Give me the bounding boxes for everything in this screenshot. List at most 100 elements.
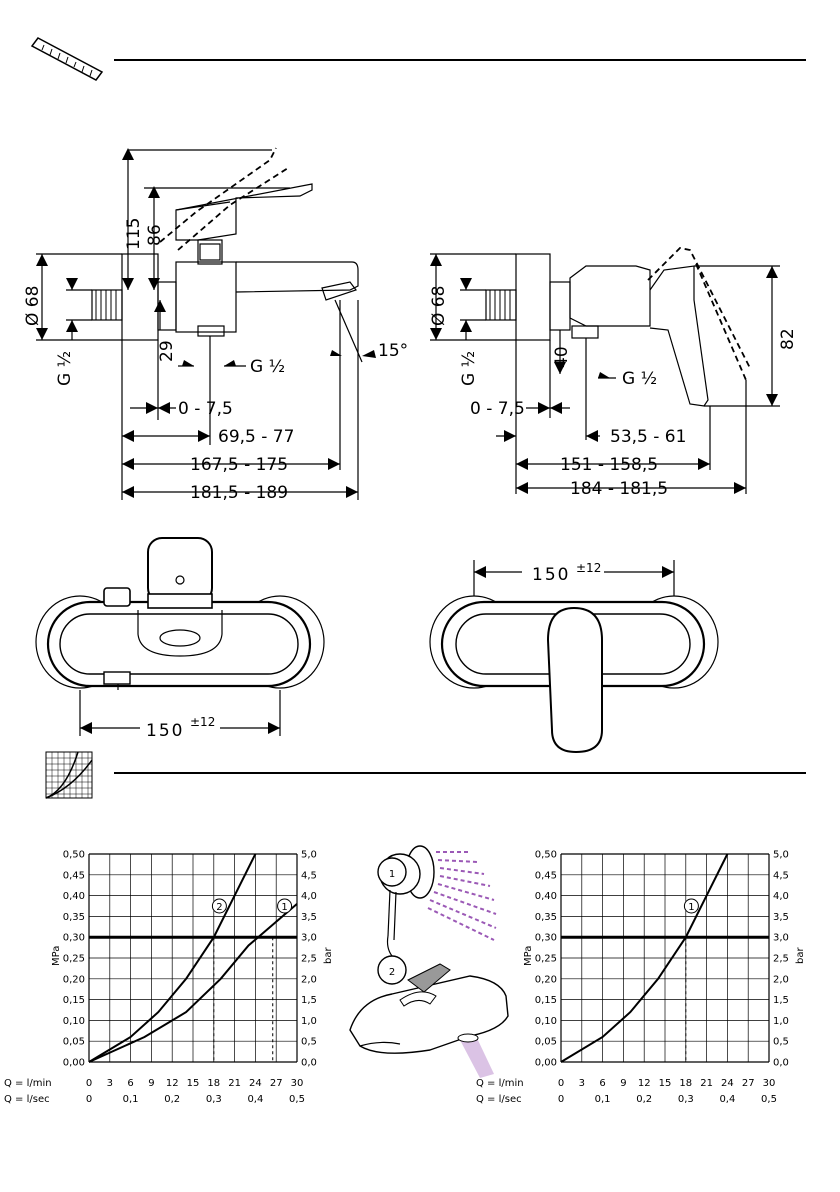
x-tick-lsec: 0,4 (719, 1094, 735, 1105)
dim-184-181-5-label: 184 - 181,5 (570, 479, 668, 499)
y-tick-mpa: 0,45 (535, 870, 557, 881)
y-tick-bar: 1,0 (773, 1016, 789, 1027)
y-tick-mpa: 0,15 (535, 995, 557, 1006)
y-tick-bar: 5,0 (301, 850, 317, 861)
y-tick-bar: 2,5 (773, 954, 789, 965)
y-axis-label-mpa: MPa (523, 946, 534, 966)
x-tick-lsec: 0,2 (164, 1094, 180, 1105)
x-tick-lmin: 21 (228, 1078, 241, 1089)
x-tick-lmin: 21 (700, 1078, 713, 1089)
series-marker-circle (277, 898, 293, 914)
y-tick-bar: 3,5 (773, 912, 789, 923)
dim-151-158-5-label: 151 - 158,5 (560, 455, 658, 475)
x-tick-lsec: 0,5 (761, 1094, 777, 1105)
dim-69-5-77-label: 69,5 - 77 (218, 427, 294, 447)
y-tick-bar: 4,0 (301, 891, 317, 902)
dim-0-7-5-label-left: 0 - 7,5 (178, 399, 233, 419)
y-tick-bar: 3,0 (301, 933, 317, 944)
y-tick-mpa: 0,30 (535, 933, 557, 944)
y-tick-mpa: 0,40 (535, 891, 557, 902)
g-half-label-right-vertical: G ½ (459, 351, 479, 386)
y-tick-mpa: 0,30 (63, 933, 85, 944)
series-marker-label: 1 (281, 902, 287, 913)
y-tick-bar: 0,0 (301, 1058, 317, 1069)
series-marker-circle (211, 898, 227, 914)
y-tick-mpa: 0,05 (535, 1037, 557, 1048)
diameter-label-right: Ø 68 (429, 286, 449, 326)
y-tick-bar: 4,5 (301, 870, 317, 881)
y-tick-bar: 3,0 (773, 933, 789, 944)
spray-lines (427, 851, 497, 941)
x-tick-lmin: 27 (742, 1078, 755, 1089)
marker-label-2: 2 (389, 967, 395, 978)
y-axis-label-bar: bar (323, 947, 334, 964)
y-tick-mpa: 0,25 (535, 954, 557, 965)
y-tick-mpa: 0,35 (63, 912, 85, 923)
y-tick-bar: 1,5 (773, 995, 789, 1006)
dim-0-7-5-label-right: 0 - 7,5 (470, 399, 525, 419)
x-axis-label-lmin: Q = l/min (4, 1078, 52, 1089)
x-tick-lsec: 0,2 (636, 1094, 652, 1105)
y-tick-bar: 2,5 (301, 954, 317, 965)
angle-label: 15° (378, 341, 408, 361)
y-tick-mpa: 0,10 (63, 1016, 85, 1027)
x-tick-lmin: 30 (291, 1078, 304, 1089)
x-tick-lmin: 18 (679, 1078, 692, 1089)
g-half-label-left-vertical: G ½ (55, 351, 75, 386)
series-marker-label: 2 (216, 902, 222, 913)
y-tick-mpa: 0,00 (535, 1058, 557, 1069)
y-tick-bar: 1,5 (301, 995, 317, 1006)
x-tick-lsec: 0,1 (123, 1094, 139, 1105)
y-tick-mpa: 0,25 (63, 954, 85, 965)
dim-40-label: 40 (552, 346, 572, 368)
y-tick-mpa: 0,35 (535, 912, 557, 923)
y-tick-mpa: 0,50 (535, 850, 557, 861)
y-tick-mpa: 0,10 (535, 1016, 557, 1027)
x-tick-lmin: 6 (599, 1078, 605, 1089)
y-tick-mpa: 0,40 (63, 891, 85, 902)
x-tick-lsec: 0 (558, 1094, 564, 1105)
y-tick-bar: 4,5 (773, 870, 789, 881)
x-tick-lmin: 9 (620, 1078, 626, 1089)
y-tick-mpa: 0,15 (63, 995, 85, 1006)
y-tick-mpa: 0,45 (63, 870, 85, 881)
y-tick-mpa: 0,50 (63, 850, 85, 861)
dim-53-5-61-label: 53,5 - 61 (610, 427, 686, 447)
x-tick-lmin: 12 (638, 1078, 651, 1089)
x-tick-lsec: 0,5 (289, 1094, 305, 1105)
x-tick-lsec: 0,1 (595, 1094, 611, 1105)
front-tol-label-right: ±12 (576, 561, 601, 575)
front-tol-label-left: ±12 (190, 715, 215, 729)
dim-29-label: 29 (157, 340, 177, 362)
marker-label-1: 1 (389, 869, 395, 880)
x-axis-label-lsec: Q = l/sec (476, 1094, 522, 1105)
front-width-label-left: 150 (146, 721, 184, 741)
x-tick-lmin: 3 (579, 1078, 585, 1089)
y-axis-label-bar: bar (795, 947, 806, 964)
dim-82-label: 82 (778, 328, 798, 350)
x-tick-lmin: 27 (270, 1078, 283, 1089)
g-half-label-mid-left: G ½ (250, 357, 285, 377)
series-line-1 (560, 853, 729, 1063)
x-tick-lmin: 0 (558, 1078, 564, 1089)
x-tick-lsec: 0 (86, 1094, 92, 1105)
y-axis-label-mpa: MPa (51, 946, 62, 966)
x-tick-lmin: 6 (127, 1078, 133, 1089)
y-tick-mpa: 0,20 (63, 974, 85, 985)
marker-circle-1 (377, 857, 407, 887)
height-86-label: 86 (145, 224, 165, 246)
y-tick-bar: 0,0 (773, 1058, 789, 1069)
y-tick-bar: 0,5 (773, 1037, 789, 1048)
x-tick-lmin: 15 (659, 1078, 672, 1089)
x-tick-lmin: 12 (166, 1078, 179, 1089)
y-tick-bar: 0,5 (301, 1037, 317, 1048)
flow-chart-icon (45, 751, 93, 799)
series-line-2 (88, 853, 257, 1063)
